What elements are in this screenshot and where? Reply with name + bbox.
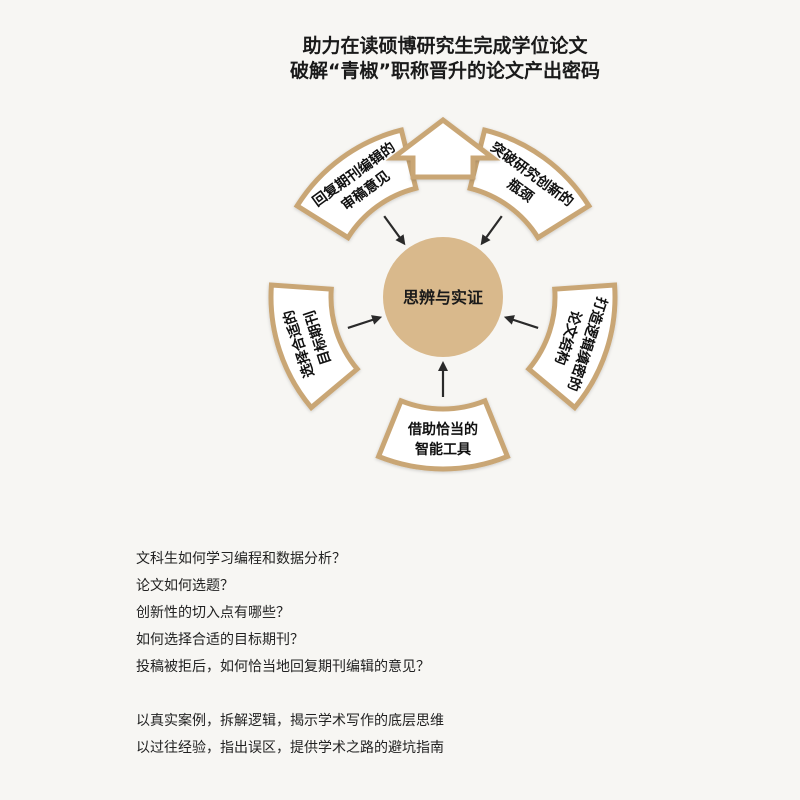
segment-label-line: 智能工具 bbox=[414, 441, 471, 458]
question-list: 文科生如何学习编程和数据分析？ 论文如何选题？ 创新性的切入点有哪些？ 如何选择… bbox=[136, 546, 430, 681]
pointer-arrow-icon bbox=[480, 215, 503, 246]
segment-shape bbox=[467, 127, 593, 242]
pointer-arrow-icon bbox=[438, 361, 448, 397]
segment-shape bbox=[268, 282, 361, 412]
summary-line: 以过往经验，指出误区，提供学术之路的避坑指南 bbox=[136, 740, 444, 756]
pointer-arrow-icon bbox=[503, 315, 539, 329]
summary-line: 以真实案例，拆解逻辑，揭示学术写作的底层思维 bbox=[136, 713, 444, 729]
up-arrow-icon bbox=[385, 116, 501, 180]
headline-line-1: 助力在读硕博研究生完成学位论文 bbox=[302, 35, 588, 57]
segment-target-journal: 选择合适的目标期刊 bbox=[268, 282, 361, 412]
pointer-arrow-icon bbox=[383, 215, 406, 246]
segment-label: 借助恰当的智能工具 bbox=[407, 421, 478, 458]
question-item: 如何选择合适的目标期刊？ bbox=[136, 632, 304, 648]
question-item: 投稿被拒后，如何恰当地回复期刊编辑的意见？ bbox=[136, 659, 430, 675]
segment-smart-tools: 借助恰当的智能工具 bbox=[375, 397, 511, 472]
segment-label-line: 借助恰当的 bbox=[407, 421, 478, 438]
segment-innovation-bottleneck: 突破研究创新的瓶颈 bbox=[467, 127, 593, 242]
segment-reply-reviewers: 回复期刊编辑的审稿意见 bbox=[293, 127, 419, 242]
center-hub bbox=[383, 237, 503, 357]
segment-shape bbox=[293, 127, 419, 242]
center-label: 思辨与实证 bbox=[403, 288, 483, 307]
pointer-arrow-icon bbox=[347, 315, 383, 329]
summary-block: 以真实案例，拆解逻辑，揭示学术写作的底层思维 以过往经验，指出误区，提供学术之路… bbox=[136, 708, 444, 762]
question-item: 创新性的切入点有哪些？ bbox=[136, 605, 290, 621]
question-item: 文科生如何学习编程和数据分析？ bbox=[136, 551, 346, 567]
segment-shape bbox=[375, 397, 511, 472]
wheel-diagram: 回复期刊编辑的审稿意见突破研究创新的瓶颈打造逻辑缜密的论文结构借助恰当的智能工具… bbox=[268, 116, 618, 472]
question-item: 论文如何选题？ bbox=[136, 578, 234, 594]
headline-line-2: 破解“青椒”职称晋升的论文产出密码 bbox=[290, 60, 600, 82]
headline: 助力在读硕博研究生完成学位论文 破解“青椒”职称晋升的论文产出密码 bbox=[0, 34, 800, 84]
segment-shape bbox=[525, 282, 618, 412]
segment-logical-structure: 打造逻辑缜密的论文结构 bbox=[525, 282, 618, 412]
